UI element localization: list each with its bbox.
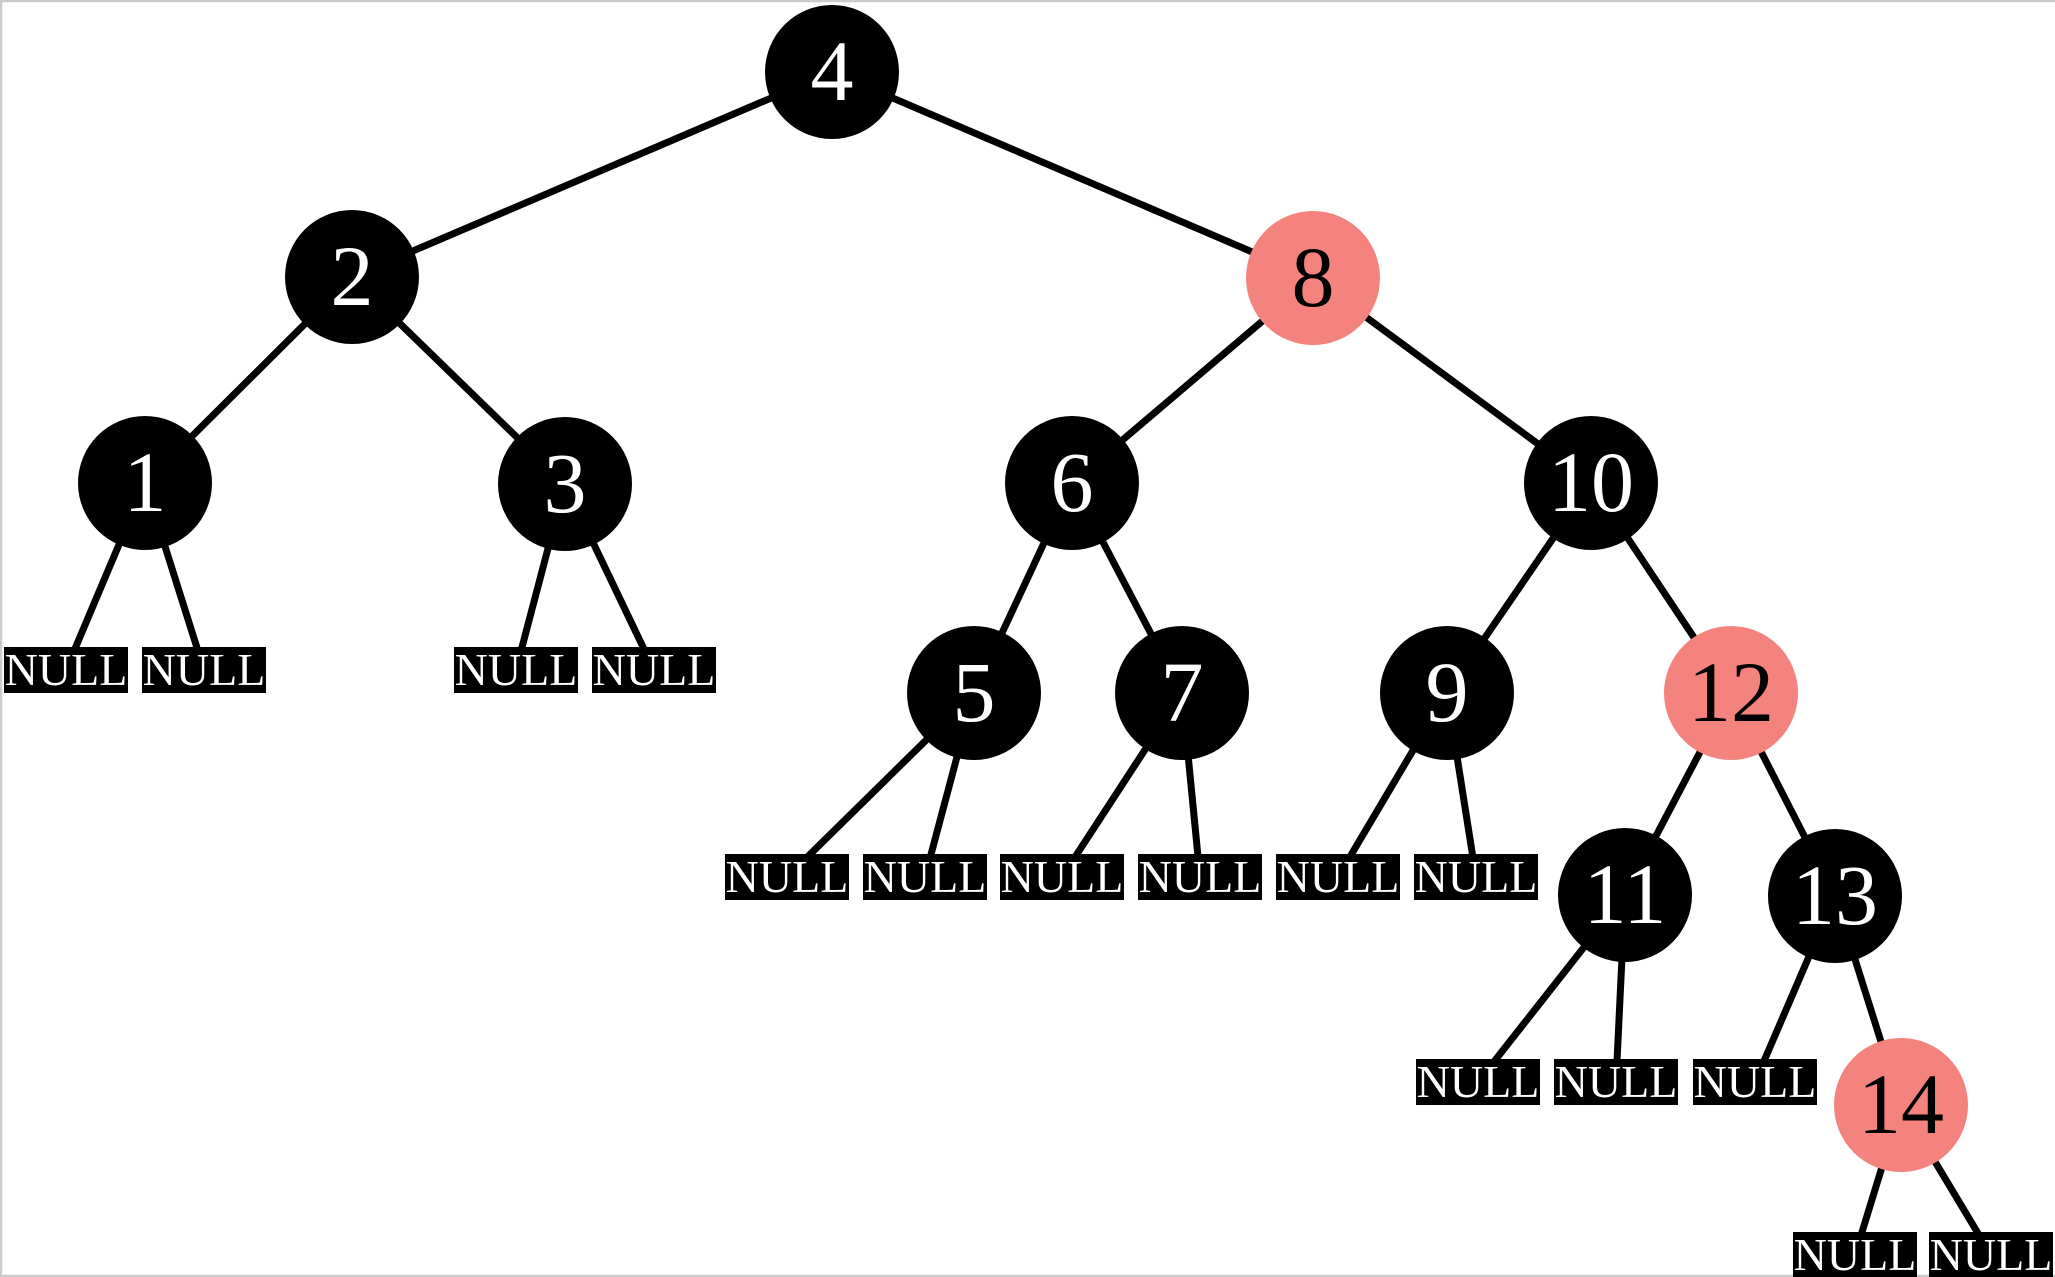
tree-node-2 — [285, 210, 419, 344]
null-leaf-box-n3R — [592, 647, 716, 693]
null-leaf-label-n11R: NULL — [1555, 1056, 1678, 1107]
node-label-12: 12 — [1688, 644, 1774, 740]
null-leaf-box-n9R — [1414, 854, 1538, 900]
null-leaf-box-n5R — [863, 854, 987, 900]
null-leaf-box-n11R — [1554, 1059, 1678, 1105]
node-label-6: 6 — [1051, 434, 1094, 530]
null-leaf-box-n14R — [1929, 1232, 2053, 1277]
node-label-3: 3 — [544, 435, 587, 531]
tree-node-9 — [1380, 626, 1514, 760]
null-leaf-box-n5L — [725, 854, 849, 900]
tree-node-6 — [1005, 416, 1139, 550]
null-leaf-box-n7R — [1138, 854, 1262, 900]
tree-node-3 — [498, 417, 632, 551]
null-leaf-box-n1L — [4, 647, 128, 693]
null-leaf-label-n9R: NULL — [1415, 851, 1538, 902]
tree-node-14 — [1834, 1038, 1968, 1172]
tree-node-7 — [1115, 626, 1249, 760]
node-label-2: 2 — [331, 228, 374, 324]
tree-node-4 — [765, 5, 899, 139]
node-label-4: 4 — [811, 23, 854, 119]
null-leaf-label-n11L: NULL — [1417, 1056, 1540, 1107]
edge-4-2 — [350, 68, 834, 281]
tree-node-10 — [1524, 416, 1658, 550]
tree-node-13 — [1768, 829, 1902, 963]
null-leaf-label-n14R: NULL — [1930, 1229, 2053, 1277]
null-leaf-box-n7L — [1000, 854, 1124, 900]
null-leaf-label-n5L: NULL — [726, 851, 849, 902]
null-leaf-label-n14L: NULL — [1794, 1229, 1917, 1277]
null-leaf-label-n1R: NULL — [143, 644, 266, 695]
node-label-10: 10 — [1548, 434, 1634, 530]
null-leaf-box-n11L — [1416, 1059, 1540, 1105]
null-leaf-box-n14L — [1793, 1232, 1917, 1277]
null-leaf-box-n13L — [1693, 1059, 1817, 1105]
node-label-8: 8 — [1292, 229, 1335, 325]
null-leaf-box-n9L — [1276, 854, 1400, 900]
tree-node-11 — [1558, 828, 1692, 962]
null-leaf-label-n5R: NULL — [864, 851, 987, 902]
node-label-9: 9 — [1426, 644, 1469, 740]
null-leaf-label-n13L: NULL — [1694, 1056, 1817, 1107]
null-leaf-box-n1R — [142, 647, 266, 693]
node-label-13: 13 — [1792, 847, 1878, 943]
null-leaf-label-n3L: NULL — [455, 644, 578, 695]
node-label-7: 7 — [1161, 644, 1204, 740]
node-label-11: 11 — [1584, 846, 1667, 942]
null-leaf-label-n7R: NULL — [1139, 851, 1262, 902]
null-leaf-label-n1L: NULL — [5, 644, 128, 695]
node-label-5: 5 — [953, 644, 996, 740]
tree-node-8 — [1246, 211, 1380, 345]
null-leaf-label-n7L: NULL — [1001, 851, 1124, 902]
node-label-14: 14 — [1858, 1056, 1944, 1152]
null-leaf-label-n9L: NULL — [1277, 851, 1400, 902]
tree-node-1 — [78, 416, 212, 550]
null-leaf-label-n3R: NULL — [593, 644, 716, 695]
edge-4-8 — [830, 68, 1315, 282]
tree-node-12 — [1664, 626, 1798, 760]
null-leaf-box-n3L — [454, 647, 578, 693]
tree-node-5 — [907, 626, 1041, 760]
node-label-1: 1 — [124, 434, 167, 530]
